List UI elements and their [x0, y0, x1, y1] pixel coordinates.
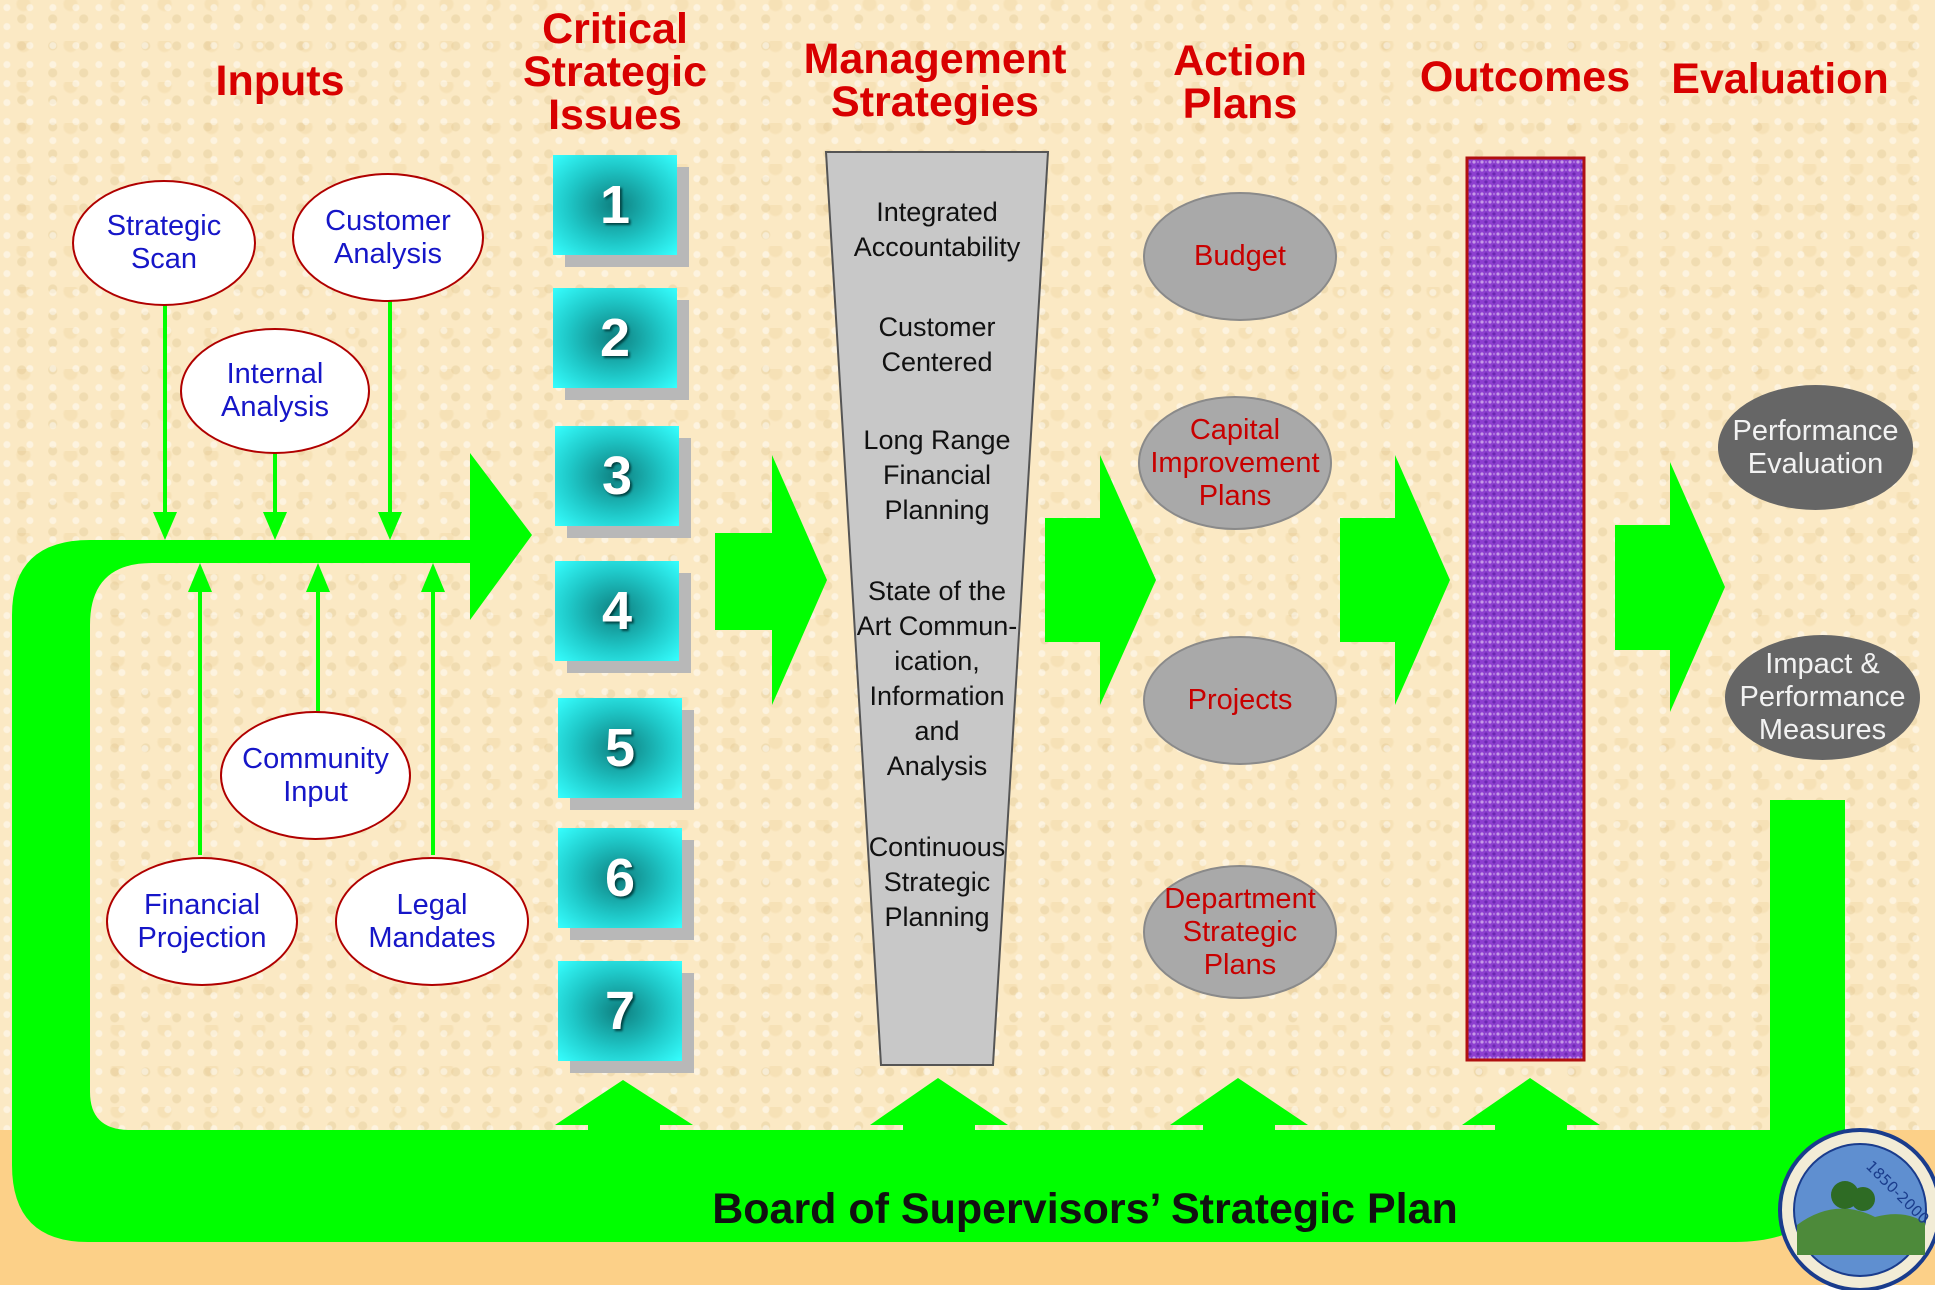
- input-legal-mandates: Legal Mandates: [335, 857, 529, 986]
- strategy-state-of-art: State of the Art Commun- ication, Inform…: [856, 576, 1018, 781]
- header-management-strategies: Management Strategies: [803, 35, 1067, 126]
- issue-box-3: 3: [555, 426, 679, 526]
- up-arrow-outcomes: [1462, 1078, 1600, 1165]
- footer-title: Board of Supervisors’ Strategic Plan: [712, 1185, 1458, 1233]
- action-budget: Budget: [1143, 192, 1337, 321]
- header-outcomes: Outcomes: [1419, 53, 1631, 101]
- evaluation-impact-measures: Impact & Performance Measures: [1725, 635, 1920, 760]
- up-arrow-management: [870, 1078, 1008, 1165]
- input-internal-analysis: Internal Analysis: [180, 328, 370, 454]
- action-department-strategic: Department Strategic Plans: [1143, 865, 1337, 999]
- outcomes-bar: [1465, 156, 1586, 1062]
- input-strategic-scan: Strategic Scan: [72, 180, 256, 306]
- strategy-integrated-accountability: Integrated Accountability: [853, 197, 1021, 262]
- input-community-input: Community Input: [220, 711, 411, 840]
- issue-box-2: 2: [553, 288, 677, 388]
- action-capital-improvement: Capital Improvement Plans: [1138, 396, 1332, 530]
- arrow-to-outcomes: [1340, 455, 1450, 705]
- strategy-customer-centered: Customer Centered: [878, 312, 996, 377]
- header-critical-strategic-issues: Critical Strategic Issues: [522, 5, 707, 139]
- action-projects: Projects: [1143, 636, 1337, 765]
- issue-box-4: 4: [555, 561, 679, 661]
- header-action-plans: Action Plans: [1173, 37, 1307, 128]
- arrow-to-action: [1045, 455, 1156, 705]
- issue-box-5: 5: [558, 698, 682, 798]
- strategy-continuous-planning: Continuous Strategic Planning: [868, 832, 1006, 932]
- arrow-to-management: [715, 455, 827, 705]
- header-inputs: Inputs: [215, 57, 345, 105]
- issue-box-6: 6: [558, 828, 682, 928]
- issue-box-7: 7: [558, 961, 682, 1061]
- input-financial-projection: Financial Projection: [106, 857, 298, 986]
- arrow-to-evaluation: [1615, 462, 1725, 712]
- up-arrow-action: [1170, 1078, 1308, 1165]
- strategy-long-range-financial: Long Range Financial Planning: [863, 425, 1011, 525]
- evaluation-performance: Performance Evaluation: [1718, 385, 1913, 510]
- issue-box-1: 1: [553, 155, 677, 255]
- up-arrow-issues: [555, 1080, 693, 1165]
- header-evaluation: Evaluation: [1671, 55, 1889, 103]
- feedback-loop: [12, 453, 1845, 1242]
- input-customer-analysis: Customer Analysis: [292, 173, 484, 302]
- county-seal-logo: 1850-2000: [1778, 1128, 1935, 1290]
- management-funnel: [824, 151, 1050, 1066]
